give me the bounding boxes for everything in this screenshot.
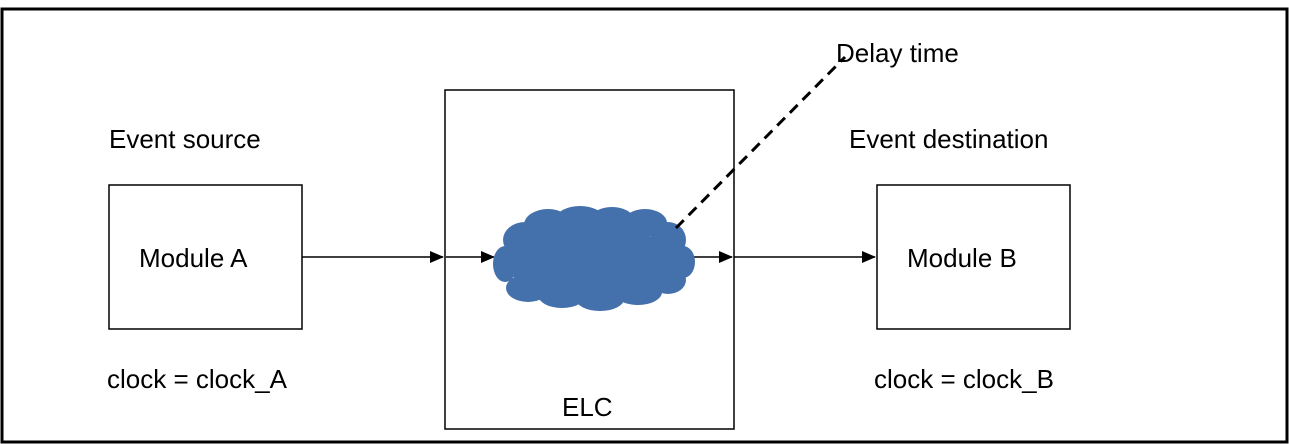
module-a-label: Module A bbox=[139, 243, 248, 273]
clock-b-label: clock = clock_B bbox=[874, 364, 1054, 394]
outer-frame bbox=[0, 7, 1289, 444]
module-b-box bbox=[876, 184, 1071, 330]
delay-cloud-shape bbox=[493, 206, 695, 311]
event-source-label: Event source bbox=[109, 124, 261, 154]
delay-time-label: Delay time bbox=[836, 38, 959, 68]
module-a-box bbox=[108, 184, 303, 330]
elc-label: ELC bbox=[562, 392, 613, 422]
module-b-label: Module B bbox=[907, 243, 1017, 273]
delay-time-callout-line bbox=[674, 55, 847, 230]
event-destination-label: Event destination bbox=[849, 124, 1049, 154]
clock-a-label: clock = clock_A bbox=[107, 364, 287, 394]
